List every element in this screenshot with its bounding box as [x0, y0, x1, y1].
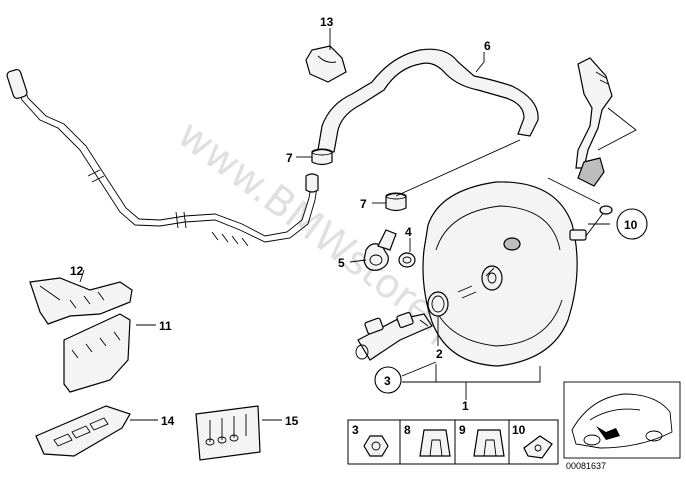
part-13-cap	[305, 45, 347, 83]
callout-7-lower: 7	[360, 197, 367, 211]
leader-lines	[79, 28, 610, 421]
clip-nut-icon	[523, 435, 553, 459]
callout-10-circled: 10	[624, 218, 638, 232]
brake-booster	[422, 181, 613, 367]
check-valve	[363, 229, 397, 271]
part-14-clip-strip	[35, 405, 131, 457]
master-cylinder	[355, 311, 433, 361]
brake-pedal	[575, 57, 637, 187]
callout-2: 2	[436, 347, 443, 361]
o-ring	[427, 291, 449, 317]
part-11-holder	[63, 313, 131, 393]
table-cell-label: 9	[459, 423, 466, 437]
small-parts-table: 3 8 9 10	[347, 419, 559, 465]
callout-12: 12	[70, 264, 84, 278]
callout-4: 4	[405, 225, 412, 239]
hose-clamp-lower	[385, 192, 407, 212]
hose-clamp-upper	[311, 148, 333, 166]
grommet-9-icon	[473, 429, 505, 457]
hex-nut-icon	[363, 435, 389, 457]
callout-14: 14	[161, 414, 175, 428]
grommet	[398, 252, 416, 268]
callout-6: 6	[484, 39, 491, 53]
callout-7-upper: 7	[286, 151, 293, 165]
vehicle-location-thumbnail: 00081637	[563, 381, 681, 471]
part-12-bracket	[29, 277, 133, 325]
callout-3-circled: 3	[384, 374, 391, 388]
grommet-8-icon	[419, 429, 451, 457]
callout-11: 11	[159, 319, 172, 333]
doc-number: 00081637	[566, 461, 606, 471]
callout-5: 5	[338, 256, 345, 270]
callout-15: 15	[285, 414, 299, 428]
callout-1: 1	[462, 399, 469, 413]
callout-13: 13	[320, 15, 334, 29]
part-15-grommet-block	[195, 405, 261, 461]
callout-labels: 13 6 7 7 4 5 2 1 12 11 14 15 3 10	[70, 15, 648, 428]
vacuum-hose	[317, 48, 539, 153]
table-cell-label: 3	[352, 423, 359, 437]
table-cell-label: 8	[404, 423, 411, 437]
vacuum-line	[6, 68, 319, 247]
table-cell-label: 10	[512, 423, 526, 437]
